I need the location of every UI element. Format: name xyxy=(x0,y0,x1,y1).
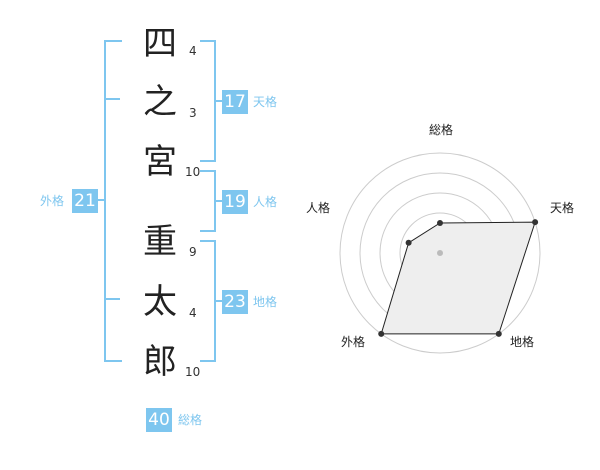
gaikaku-label: 外格 xyxy=(40,194,65,208)
gaikaku-value-badge: 21 xyxy=(72,189,98,213)
name-char-1: 四 xyxy=(143,24,177,64)
name-char-6: 郎 xyxy=(143,342,177,382)
radar-points xyxy=(378,219,539,337)
soukaku-value-badge: 40 xyxy=(146,408,172,432)
radar-label-jinkaku: 人格 xyxy=(306,200,330,215)
radar-label-gaikaku: 外格 xyxy=(341,334,365,349)
name-char-4: 重 xyxy=(143,222,177,262)
radar-point-5 xyxy=(405,239,412,246)
radar-center-dot xyxy=(437,250,443,256)
radar-area xyxy=(380,221,536,335)
stroke-count-3: 10 xyxy=(185,165,201,179)
jinkaku-label: 人格 xyxy=(253,195,278,209)
radar-point-4 xyxy=(378,330,385,337)
name-char-5: 太 xyxy=(143,282,177,322)
jinkaku-value-badge: 19 xyxy=(222,190,248,214)
radar-label-chikaku: 地格 xyxy=(510,334,534,349)
jinkaku-bracket-stem xyxy=(214,200,222,202)
radar-label-soukaku: 総格 xyxy=(429,122,453,137)
radar-point-3 xyxy=(495,330,502,337)
chikaku-value-badge: 23 xyxy=(222,290,248,314)
fortune-radar-chart: 総格 天格 地格 外格 人格 xyxy=(306,122,574,354)
radar-point-1 xyxy=(437,220,443,226)
tenkaku-bracket-stem xyxy=(214,100,222,102)
name-char-3: 宮 xyxy=(143,142,177,182)
tenkaku-label: 天格 xyxy=(253,95,278,109)
name-char-2: 之 xyxy=(143,82,177,122)
stroke-count-1: 4 xyxy=(189,44,197,58)
radar-point-2 xyxy=(532,219,539,226)
stroke-count-2: 3 xyxy=(189,106,197,120)
radar-label-tenkaku: 天格 xyxy=(550,200,574,215)
stroke-count-4: 9 xyxy=(189,245,197,259)
tenkaku-value-badge: 17 xyxy=(222,90,248,114)
gaikaku-bracket-tick xyxy=(104,98,120,100)
stroke-count-5: 4 xyxy=(189,306,197,320)
radar-ring-5 xyxy=(339,152,541,354)
gaikaku-bracket-stem xyxy=(98,199,106,201)
chikaku-bracket-stem xyxy=(214,300,222,302)
gaikaku-bracket xyxy=(104,40,122,362)
stroke-count-6: 10 xyxy=(185,365,201,379)
gaikaku-bracket-tick xyxy=(104,298,120,300)
chikaku-label: 地格 xyxy=(253,295,278,309)
soukaku-label: 総格 xyxy=(178,413,203,427)
